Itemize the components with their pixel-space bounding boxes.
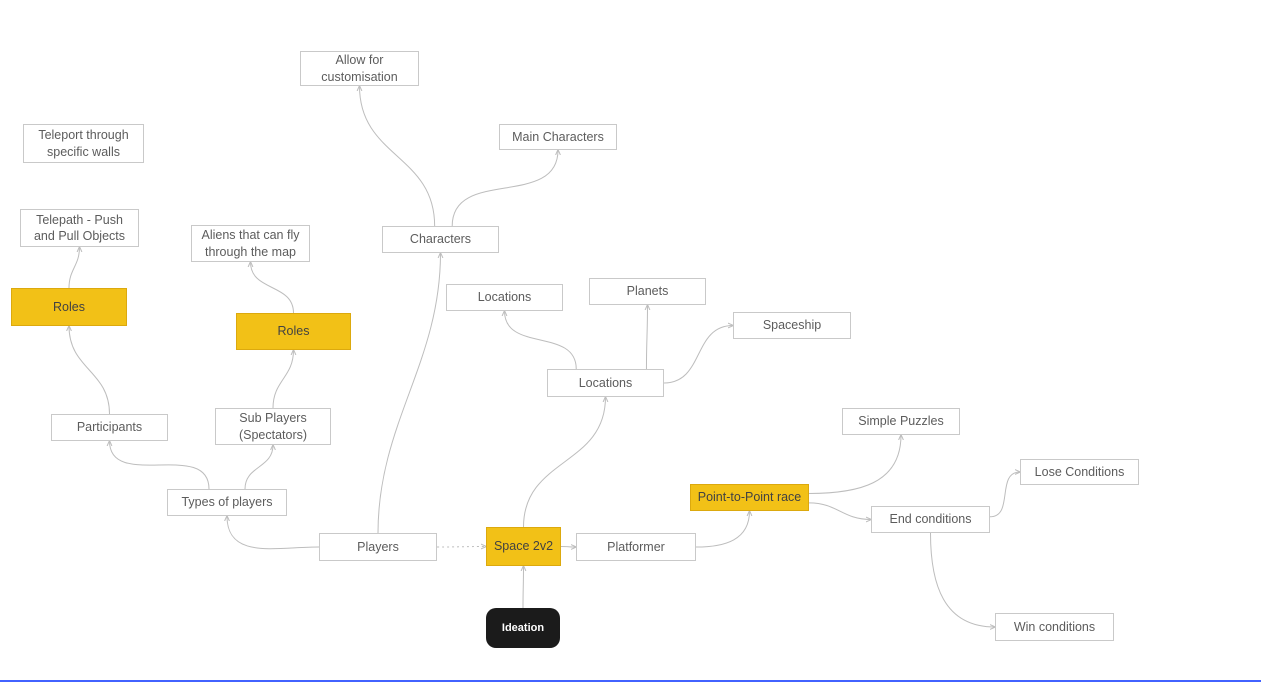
node-participants[interactable]: Participants	[51, 414, 168, 441]
node-teleport_walls[interactable]: Teleport through specific walls	[23, 124, 144, 163]
node-telepath[interactable]: Telepath - Push and Pull Objects	[20, 209, 139, 247]
node-lose_conditions[interactable]: Lose Conditions	[1020, 459, 1139, 485]
edge-locations_lower-planets	[646, 305, 647, 370]
node-platformer[interactable]: Platformer	[576, 533, 696, 561]
node-allow_customisation[interactable]: Allow for customisation	[300, 51, 419, 86]
edge-participants-roles_1	[69, 326, 110, 415]
node-locations_lower[interactable]: Locations	[547, 369, 664, 397]
node-win_conditions[interactable]: Win conditions	[995, 613, 1114, 641]
node-locations_upper[interactable]: Locations	[446, 284, 563, 311]
edge-characters-main_characters	[451, 150, 558, 227]
node-ideation[interactable]: Ideation	[486, 608, 560, 648]
edge-end_conditions-lose_conditions	[989, 472, 1020, 518]
edge-types_players-sub_players	[244, 445, 273, 490]
edge-players-space_2v2	[436, 547, 486, 548]
node-aliens[interactable]: Aliens that can fly through the map	[191, 225, 310, 262]
edge-types_players-participants	[110, 441, 210, 490]
edge-space_2v2-locations_lower	[523, 397, 606, 528]
edge-players-types_players	[227, 516, 320, 550]
node-characters[interactable]: Characters	[382, 226, 499, 253]
node-main_characters[interactable]: Main Characters	[499, 124, 617, 150]
edge-point_to_point-end_conditions	[808, 502, 871, 520]
node-sub_players[interactable]: Sub Players (Spectators)	[215, 408, 331, 445]
edge-point_to_point-simple_puzzles	[808, 435, 901, 494]
edge-roles_2-aliens	[251, 262, 294, 314]
node-end_conditions[interactable]: End conditions	[871, 506, 990, 533]
node-space_2v2[interactable]: Space 2v2	[486, 527, 561, 566]
edge-players-characters	[377, 253, 441, 534]
node-spaceship[interactable]: Spaceship	[733, 312, 851, 339]
edge-ideation-space_2v2	[523, 566, 524, 609]
edge-space_2v2-platformer	[560, 547, 576, 548]
node-roles_1[interactable]: Roles	[11, 288, 127, 326]
edge-characters-allow_customisation	[360, 86, 436, 227]
node-point_to_point[interactable]: Point-to-Point race	[690, 484, 809, 511]
node-planets[interactable]: Planets	[589, 278, 706, 305]
node-players[interactable]: Players	[319, 533, 437, 561]
edge-sub_players-roles_2	[272, 350, 294, 409]
node-types_players[interactable]: Types of players	[167, 489, 287, 516]
board-edge-line	[0, 680, 1261, 682]
edge-platformer-point_to_point	[695, 511, 750, 548]
node-roles_2[interactable]: Roles	[236, 313, 351, 350]
node-simple_puzzles[interactable]: Simple Puzzles	[842, 408, 960, 435]
edge-locations_lower-locations_upper	[505, 311, 577, 370]
edge-locations_lower-spaceship	[663, 326, 733, 384]
edge-roles_1-telepath	[68, 247, 80, 289]
edge-end_conditions-win_conditions	[930, 532, 996, 627]
